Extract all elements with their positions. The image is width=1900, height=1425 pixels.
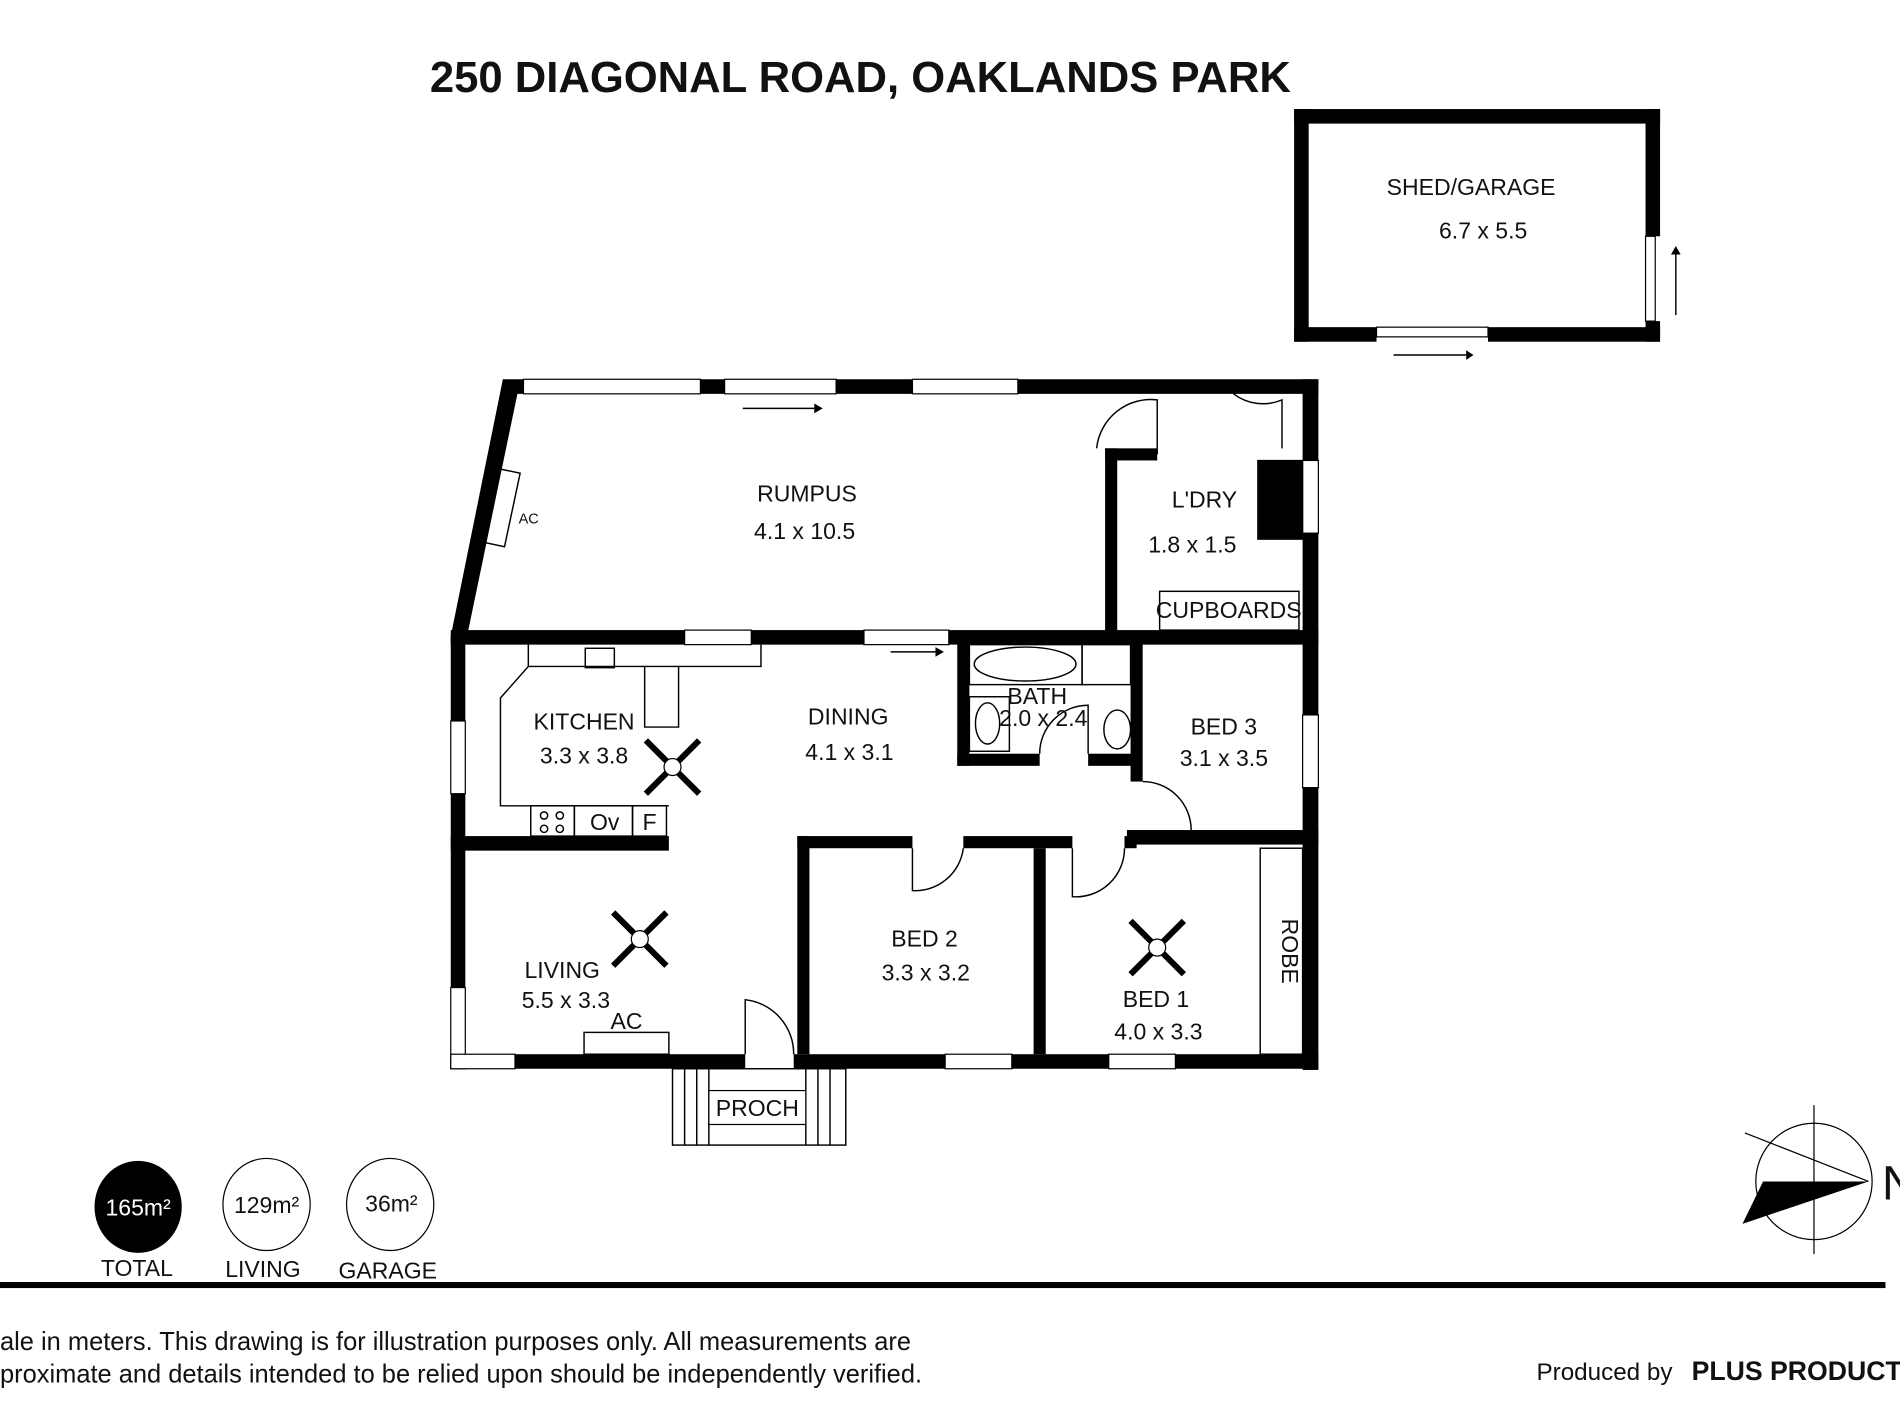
compass-north-label: N (1882, 1157, 1900, 1211)
bed3-name: BED 3 (1191, 713, 1258, 739)
area-living-label: LIVING (225, 1256, 300, 1282)
bath-size: 2.0 x 2.4 (999, 705, 1087, 731)
fridge-label: F (642, 809, 656, 835)
bed1-size: 4.0 x 3.3 (1114, 1019, 1202, 1045)
dining-name: DINING (808, 704, 889, 730)
bed1-name: BED 1 (1123, 986, 1190, 1012)
house-walls (450, 378, 1319, 1070)
kitchen-size: 3.3 x 3.8 (540, 742, 628, 768)
ac-label: AC (519, 511, 539, 527)
fixtures (482, 459, 1304, 1146)
robe-label: ROBE (1277, 919, 1303, 984)
porch-label: PROCH (716, 1095, 799, 1121)
bed2-size: 3.3 x 3.2 (882, 959, 970, 985)
area-garage-value: 36m² (365, 1191, 418, 1217)
disclaimer-line-1: ale in meters. This drawing is for illus… (0, 1328, 911, 1356)
area-total-label: TOTAL (101, 1255, 173, 1281)
shed-garage: SHED/GARAGE 6.7 x 5.5 (1294, 109, 1681, 360)
shed-size: 6.7 x 5.5 (1439, 218, 1527, 244)
divider-line (0, 1282, 1886, 1289)
area-total-value: 165m² (106, 1194, 172, 1220)
shed-name: SHED/GARAGE (1387, 174, 1556, 200)
bed2-name: BED 2 (891, 925, 958, 951)
disclaimer-line-2: proximate and details intended to be rel… (0, 1361, 922, 1389)
oven-label: Ov (590, 809, 620, 835)
rumpus-size: 4.1 x 10.5 (754, 518, 855, 544)
rumpus-name: RUMPUS (757, 481, 857, 507)
living-name: LIVING (525, 957, 600, 983)
area-living-badge: 129m² LIVING (222, 1157, 311, 1282)
ceiling-fan-icon (610, 738, 1187, 977)
producer-name: PLUS PRODUCT (1692, 1356, 1900, 1386)
area-garage-label: GARAGE (339, 1257, 437, 1283)
north-compass-icon: N (1742, 1105, 1900, 1255)
area-total-badge: 165m² TOTAL (94, 1160, 182, 1281)
living-size: 5.5 x 3.3 (522, 987, 610, 1013)
dining-size: 4.1 x 3.1 (805, 739, 893, 765)
cupboards-label: CUPBOARDS (1156, 597, 1302, 623)
living-ac-label: AC (610, 1008, 642, 1034)
kitchen-name: KITCHEN (534, 708, 635, 734)
plan-title: 250 DIAGONAL ROAD, OAKLANDS PARK (430, 54, 1291, 102)
laundry-name: L'DRY (1172, 487, 1237, 513)
laundry-size: 1.8 x 1.5 (1148, 532, 1236, 558)
bath-name: BATH (1007, 683, 1067, 709)
bed3-size: 3.1 x 3.5 (1180, 745, 1268, 771)
producer-prefix: Produced by (1536, 1359, 1673, 1386)
area-living-value: 129m² (234, 1192, 300, 1218)
area-garage-badge: 36m² GARAGE (339, 1157, 437, 1283)
